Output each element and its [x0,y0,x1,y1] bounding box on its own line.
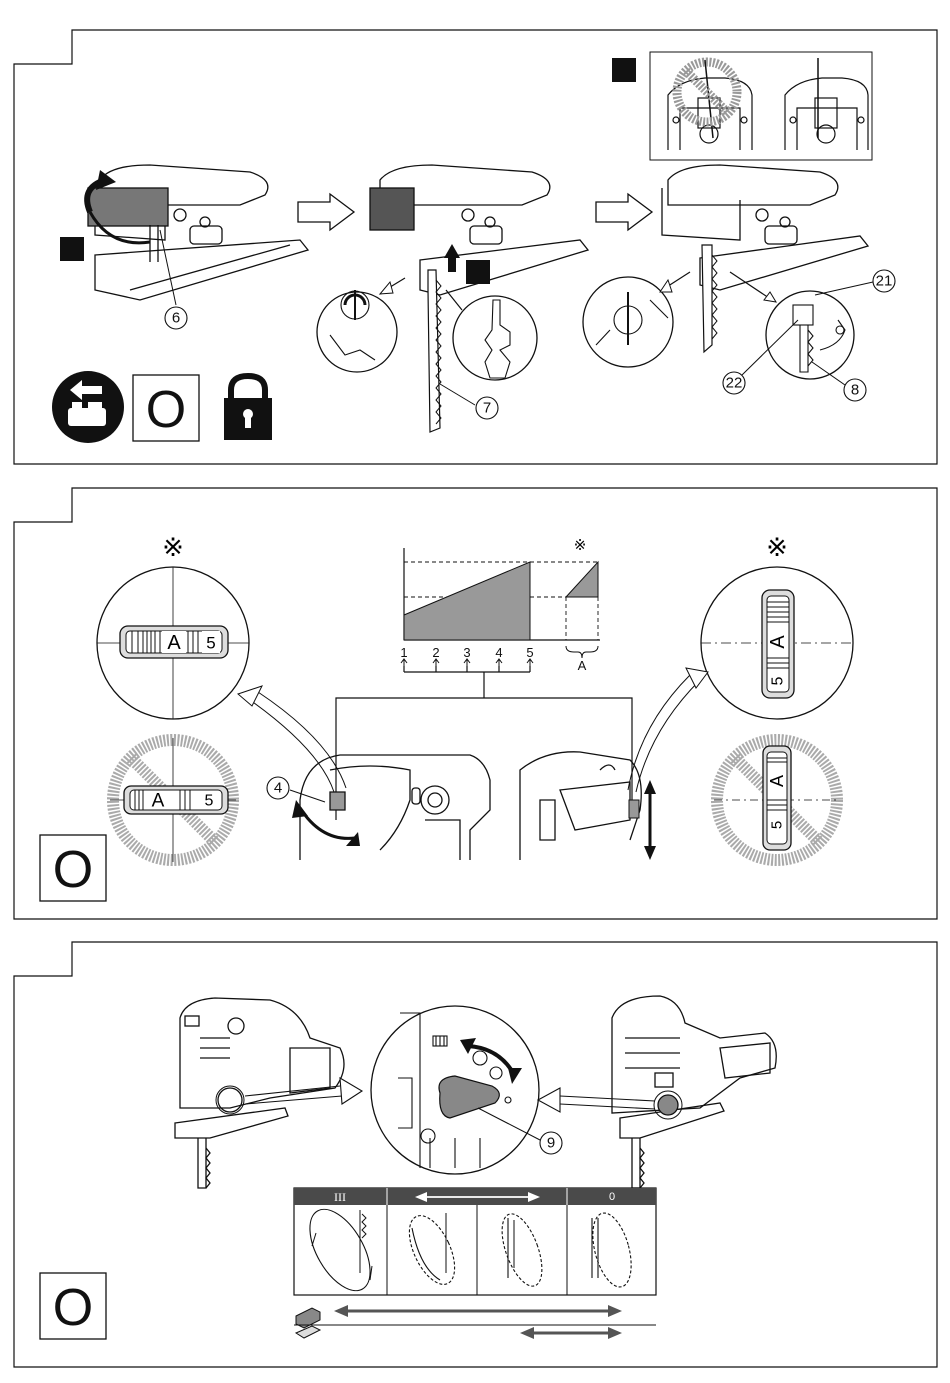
speed-dial-illustration: ※ ※ A 5 A 5 ※ 1 [0,470,950,925]
next-step-arrow [596,194,652,230]
jigsaw-side-right [520,752,641,860]
callout-4-label: 4 [274,780,282,797]
dial-incorrect-vertical: A 5 [714,740,840,860]
note-mark-left: ※ [162,532,184,562]
callout-22-label: 22 [726,375,743,392]
callout-8-label: 8 [851,382,859,399]
saw-blade [702,245,712,352]
dial-letter: A [167,632,181,654]
dial-number: 5 [770,676,787,685]
jigsaw-left-view [175,998,344,1188]
speed-chart: ※ 1 2 3 4 5A [400,537,600,698]
blade-install-illustration: 6 7 [0,0,950,470]
step-marker-square [60,237,84,261]
chart-tick-label: 4 [495,645,502,660]
jigsaw-step1 [88,165,308,300]
dial-number: 5 [206,634,215,653]
dial-letter: A [767,775,787,787]
dial-letter: A [152,791,165,812]
table-header-iii: III [334,1190,346,1204]
mode-o-label: O [53,1279,93,1337]
jigsaw-right-view [612,996,776,1188]
mode-o-label: O [146,381,186,439]
chart-tick-label: 3 [463,645,470,660]
lock-icon [224,376,272,440]
callout-6-label: 6 [172,310,180,327]
step-marker-square [612,58,636,82]
mode-o-label: O [53,841,93,899]
chart-tick-label: 5 [526,645,533,660]
next-step-arrow [298,194,354,230]
detail-blade-holder [317,292,397,372]
jigsaw-side-left [300,755,490,860]
note-mark-right: ※ [766,532,788,562]
dial-incorrect-horizontal: A 5 [110,738,236,862]
callout-21-label: 21 [876,273,893,290]
detail-blade-seated [766,291,854,379]
callout-9-label: 9 [547,1135,555,1152]
chart-tick-label: 2 [432,645,439,660]
chart-area-a [566,562,598,597]
material-sheet-icon [296,1326,320,1338]
orbital-action-illustration: 9 III 0 [0,928,950,1383]
dial-number: 5 [769,821,786,829]
callout-7-label: 7 [483,400,491,417]
dial-letter: A [767,635,789,649]
panel-blade-install: 6 7 [0,0,950,470]
panel-speed-dial: ※ ※ A 5 A 5 ※ 1 [0,470,950,925]
orbital-setting-table: III 0 [294,1188,656,1300]
step-marker-square [466,260,490,284]
dial-number: 5 [205,793,214,810]
panel-orbital-action: 9 III 0 [0,928,950,1383]
chart-tick-label: 1 [400,645,407,660]
jigsaw-step3 [662,165,868,290]
chart-note-mark: ※ [574,537,587,554]
table-header-0: 0 [609,1191,615,1203]
chart-area-series [404,562,530,640]
chart-tick-label: A [578,658,587,673]
battery-removal-icon [52,371,124,443]
